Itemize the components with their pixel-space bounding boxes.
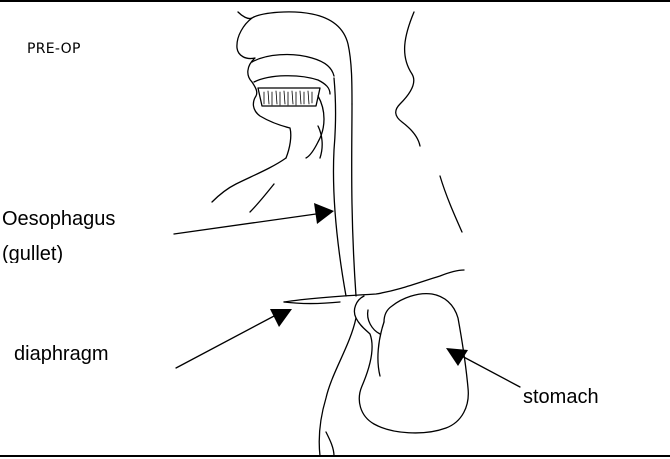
- diaphragm-line: [284, 270, 464, 302]
- tongue: [306, 96, 324, 158]
- label-oesophagus: Oesophagus: [2, 208, 115, 231]
- arrowhead-diaphragm: [270, 309, 292, 327]
- neck-back: [396, 12, 420, 146]
- pointer-diaphragm: [176, 315, 276, 368]
- oesophagus-tube: [334, 78, 347, 296]
- arrowhead-oesophagus: [314, 203, 334, 224]
- stage-label: PRE-OP: [27, 41, 81, 57]
- jaw-outline: [212, 158, 286, 202]
- teeth: [258, 88, 320, 106]
- nasal-cavity: [252, 55, 334, 76]
- label-stomach: stomach: [523, 386, 599, 409]
- label-gullet: (gullet): [2, 243, 63, 263]
- label-diaphragm: diaphragm: [14, 343, 109, 366]
- pointer-oesophagus: [174, 214, 316, 234]
- stomach-outline: [354, 294, 468, 433]
- shoulder-line: [440, 176, 462, 232]
- chest-line: [250, 184, 274, 212]
